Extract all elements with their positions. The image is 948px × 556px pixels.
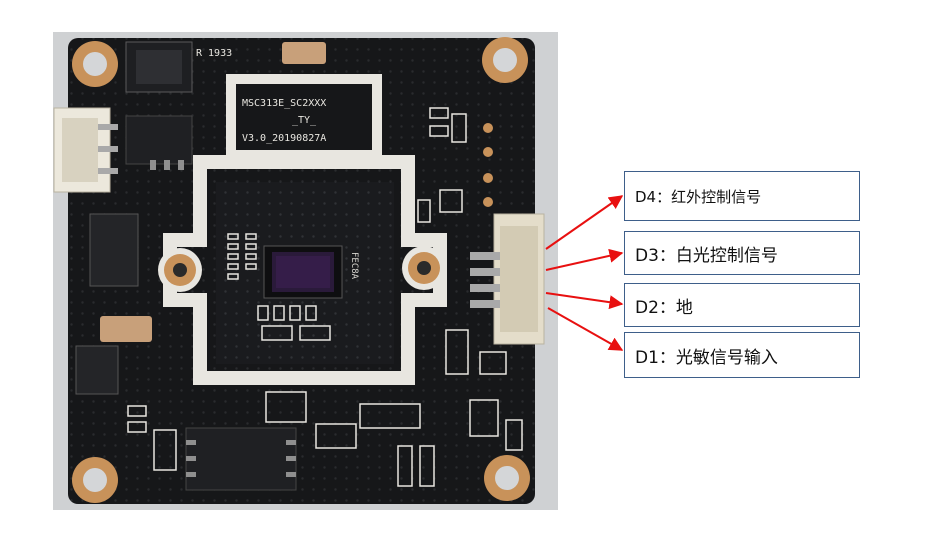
silkscreen-main: MSC313E_SC2XXX — [242, 98, 326, 109]
ic-left-lower — [89, 213, 139, 287]
lens-hole-left — [158, 248, 202, 292]
chip-mark: FEC8A — [349, 252, 359, 280]
lens-mount-outline — [163, 155, 447, 385]
label-box-d3: D3：白光控制信号 — [624, 231, 860, 275]
silkscreen-sub: _TY_ — [292, 115, 317, 126]
label-d1-text: D1：光敏信号输入 — [635, 347, 778, 368]
ic-left-bottom — [75, 345, 119, 395]
capacitor-top — [282, 42, 326, 64]
capacitor-left — [100, 316, 152, 342]
connector-right — [470, 213, 545, 345]
arrow-d1 — [547, 307, 624, 351]
label-box-d2: D2：地 — [624, 283, 860, 327]
silkscreen-version: V3.0_20190827A — [242, 133, 326, 144]
lens-hole-right — [402, 246, 446, 290]
label-box-d1: D1：光敏信号输入 — [624, 332, 860, 378]
inductor-top — [125, 41, 193, 93]
label-d3-text: D3：白光控制信号 — [635, 245, 778, 266]
arrow-d4 — [545, 195, 624, 250]
arrow-d3 — [545, 248, 624, 271]
image-sensor — [263, 245, 343, 299]
ic-left-top — [125, 115, 193, 165]
label-d4-text: D4：红外控制信号 — [635, 187, 762, 206]
arrow-d2 — [545, 292, 624, 310]
label-box-d4: D4：红外控制信号 — [624, 171, 860, 221]
mounting-hole-bottom-right — [484, 455, 530, 501]
mounting-hole-bottom-left — [72, 457, 118, 503]
test-pads — [483, 123, 493, 207]
silkscreen-top: R 1933 — [196, 48, 232, 59]
mounting-hole-top-right — [482, 37, 528, 83]
arrows — [545, 195, 624, 351]
mounting-hole-top-left — [72, 41, 118, 87]
connector-left — [53, 107, 118, 193]
ic-bottom — [185, 427, 297, 491]
label-d2-text: D2：地 — [635, 297, 693, 318]
